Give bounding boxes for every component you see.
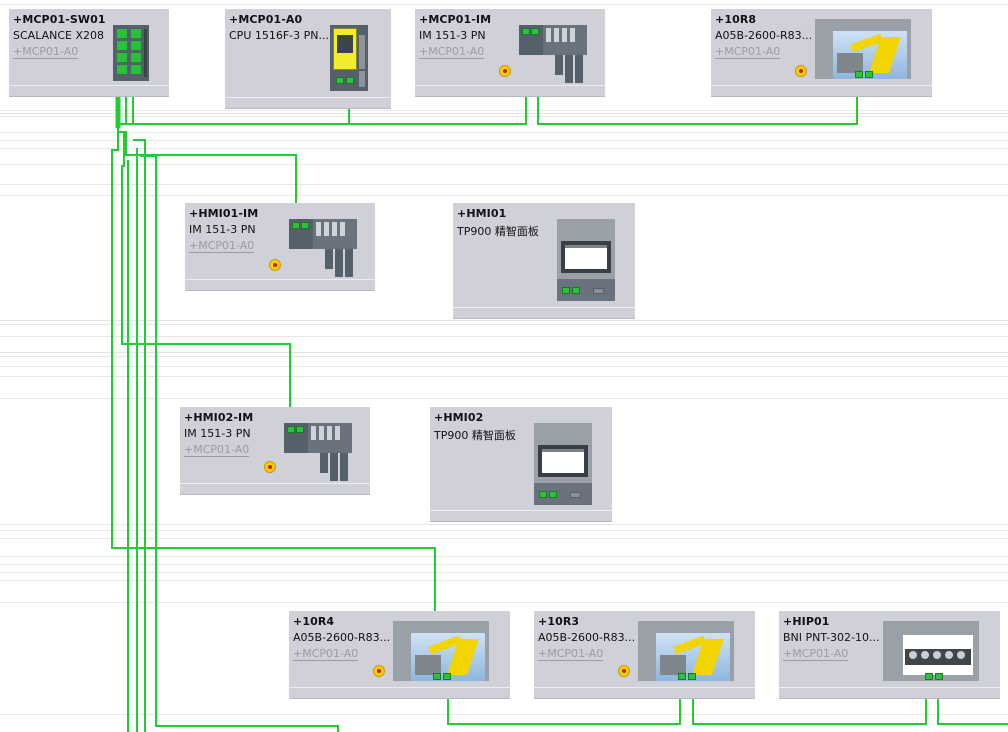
device-hmi02[interactable]: +HMI02 TP900 精智面板 <box>430 407 612 522</box>
device-type: IM 151-3 PN <box>189 223 256 236</box>
device-type: BNI PNT-302-10... <box>783 631 880 644</box>
device-name: +HMI02 <box>434 411 484 424</box>
device-10r4[interactable]: +10R4 A05B-2600-R83... +MCP01-A0 <box>289 611 510 699</box>
io-block-icon <box>883 621 979 681</box>
device-location-link[interactable]: +MCP01-A0 <box>13 45 79 59</box>
warning-icon[interactable] <box>269 259 281 271</box>
io-module-icon <box>289 219 357 277</box>
cpu-icon <box>330 25 368 91</box>
warning-icon[interactable] <box>499 65 511 77</box>
device-type: A05B-2600-R83... <box>538 631 636 644</box>
device-type: TP900 精智面板 <box>434 429 516 442</box>
device-type: A05B-2600-R83... <box>715 29 813 42</box>
device-10r8[interactable]: +10R8 A05B-2600-R83... +MCP01-A0 <box>711 9 932 97</box>
device-mcp01-im[interactable]: +MCP01-IM IM 151-3 PN +MCP01-A0 <box>415 9 605 97</box>
device-type: CPU 1516F-3 PN... <box>229 29 329 42</box>
io-module-icon <box>284 423 352 481</box>
device-type: IM 151-3 PN <box>184 427 251 440</box>
robot-icon <box>815 19 911 79</box>
device-name: +10R4 <box>293 615 335 628</box>
hmi-panel-icon <box>557 219 615 301</box>
device-name: +MCP01-A0 <box>229 13 303 26</box>
device-name: +HIP01 <box>783 615 830 628</box>
device-location-link[interactable]: +MCP01-A0 <box>419 45 485 59</box>
device-hip01[interactable]: +HIP01 BNI PNT-302-10... +MCP01-A0 <box>779 611 1000 699</box>
warning-icon[interactable] <box>264 461 276 473</box>
device-name: +10R8 <box>715 13 757 26</box>
device-location-link[interactable]: +MCP01-A0 <box>189 239 255 253</box>
device-name: +HMI01-IM <box>189 207 259 220</box>
device-hmi01[interactable]: +HMI01 TP900 精智面板 <box>453 203 635 319</box>
device-name: +HMI01 <box>457 207 507 220</box>
robot-icon <box>638 621 734 681</box>
switch-icon <box>113 25 149 81</box>
hmi-panel-icon <box>534 423 592 505</box>
device-mcp01-sw01[interactable]: +MCP01-SW01 SCALANCE X208 +MCP01-A0 <box>9 9 169 97</box>
warning-icon[interactable] <box>795 65 807 77</box>
device-hmi02-im[interactable]: +HMI02-IM IM 151-3 PN +MCP01-A0 <box>180 407 370 495</box>
io-module-icon <box>519 25 587 83</box>
device-type: SCALANCE X208 <box>13 29 104 42</box>
device-location-link[interactable]: +MCP01-A0 <box>293 647 359 661</box>
device-location-link[interactable]: +MCP01-A0 <box>184 443 250 457</box>
device-name: +10R3 <box>538 615 580 628</box>
device-name: +MCP01-SW01 <box>13 13 106 26</box>
device-type: A05B-2600-R83... <box>293 631 391 644</box>
warning-icon[interactable] <box>618 665 630 677</box>
device-location-link[interactable]: +MCP01-A0 <box>538 647 604 661</box>
device-name: +HMI02-IM <box>184 411 254 424</box>
device-10r3[interactable]: +10R3 A05B-2600-R83... +MCP01-A0 <box>534 611 755 699</box>
device-hmi01-im[interactable]: +HMI01-IM IM 151-3 PN +MCP01-A0 <box>185 203 375 291</box>
device-location-link[interactable]: +MCP01-A0 <box>783 647 849 661</box>
device-type: TP900 精智面板 <box>457 225 539 238</box>
device-location-link[interactable]: +MCP01-A0 <box>715 45 781 59</box>
warning-icon[interactable] <box>373 665 385 677</box>
device-mcp01-a0[interactable]: +MCP01-A0 CPU 1516F-3 PN... <box>225 9 391 109</box>
device-name: +MCP01-IM <box>419 13 492 26</box>
robot-icon <box>393 621 489 681</box>
device-type: IM 151-3 PN <box>419 29 486 42</box>
